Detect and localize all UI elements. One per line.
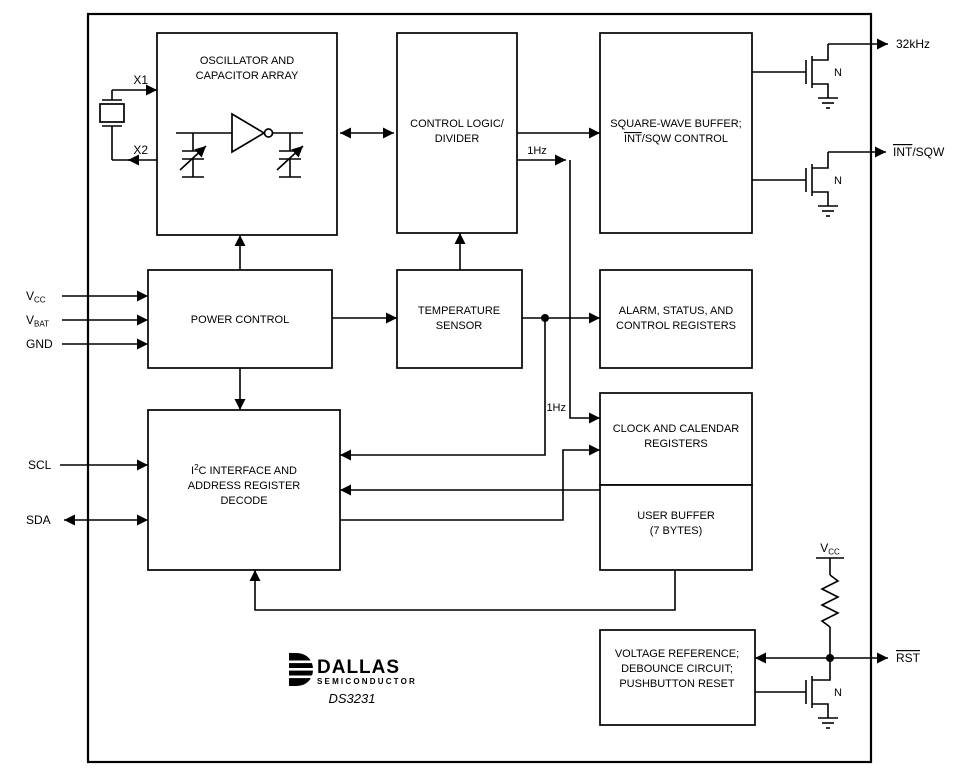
- block-user-buffer: [599, 484, 753, 571]
- logo-division-text: SEMICONDUCTOR: [317, 677, 417, 686]
- label-oscillator-2: CAPACITOR ARRAY: [196, 70, 299, 82]
- label-temp-sensor-1: TEMPERATURE: [418, 305, 500, 317]
- pullup-vcc-sub: CC: [828, 548, 840, 557]
- pin-int-overline: INT: [893, 145, 913, 159]
- wire-temp-to-i2c: [340, 318, 546, 461]
- block-power-control: [147, 269, 333, 369]
- label-user-buffer-2: (7 BYTES): [650, 525, 703, 537]
- wire-i2c-to-clock: [340, 444, 600, 521]
- label-i2c-3: DECODE: [220, 495, 267, 507]
- pin-label-32khz: 32kHz: [896, 37, 930, 51]
- label-i2c-1: I2C INTERFACE AND: [191, 463, 297, 477]
- signal-label-1hz-b: 1Hz: [546, 402, 566, 414]
- logo-stripe-2: [287, 668, 315, 671]
- logo-brand-text: DALLAS: [317, 657, 400, 678]
- dallas-logo: DALLAS SEMICONDUCTOR DS3231: [287, 653, 417, 706]
- label-sqw-buffer-1: SQUARE-WAVE BUFFER;: [610, 118, 741, 130]
- dallas-logo-icon: [287, 653, 315, 686]
- label-i2c-2: ADDRESS REGISTER: [188, 480, 301, 492]
- wire-1hz-to-clock: [569, 160, 600, 424]
- label-i2c-pre: I: [191, 465, 194, 477]
- pin-label-scl: SCL: [28, 458, 52, 472]
- fet3-type-label: N: [834, 687, 842, 699]
- wire-rst-to-fet3-drain: [812, 658, 831, 681]
- nmos-fet-32khz: [805, 44, 838, 109]
- pullup-vcc-main: V: [820, 541, 828, 555]
- pin-label-pullup-vcc: VCC: [820, 541, 840, 557]
- block-control-logic: [396, 32, 518, 234]
- label-i2c-post: C INTERFACE AND: [199, 465, 297, 477]
- crystal-symbol: [99, 90, 125, 160]
- pullup-resistor: [820, 574, 840, 628]
- wire-userbuffer-to-i2c: [249, 570, 676, 611]
- inverter-bubble: [263, 128, 274, 138]
- label-control-logic-1: CONTROL LOGIC/: [410, 118, 505, 130]
- label-alarm-registers-1: ALARM, STATUS, AND: [619, 305, 734, 317]
- pin-label-intsqw: INT/SQW: [893, 145, 945, 159]
- pin-vbat-main: V: [26, 313, 34, 327]
- fet1-type-label: N: [834, 67, 842, 79]
- label-clock-calendar-2: REGISTERS: [644, 438, 708, 450]
- label-user-buffer-1: USER BUFFER: [637, 510, 715, 522]
- vcc-rail-symbol: [816, 557, 844, 575]
- fet2-type-label: N: [834, 175, 842, 187]
- block-i2c-interface: [147, 409, 341, 571]
- pin-label-rst: RST: [896, 651, 921, 665]
- label-sqw-rest: /SQW CONTROL: [642, 133, 728, 145]
- pin-rst-overline: RST: [896, 651, 921, 665]
- logo-part-number: DS3231: [329, 691, 376, 706]
- label-temp-sensor-2: SENSOR: [436, 320, 483, 332]
- label-voltage-reference-3: PUSHBUTTON RESET: [619, 678, 735, 690]
- signal-label-1hz-a: 1Hz: [527, 145, 547, 157]
- pin-label-vcc: VCC: [26, 289, 46, 305]
- block-temp-sensor: [396, 269, 523, 369]
- label-i2c-sup: 2: [194, 463, 199, 472]
- fet1-source-lead: [812, 83, 829, 98]
- block-voltage-reference: [599, 629, 756, 726]
- inverter-triangle: [231, 112, 266, 154]
- label-oscillator-1: OSCILLATOR AND: [200, 55, 294, 67]
- logo-stripe-3: [287, 675, 315, 679]
- label-alarm-registers-2: CONTROL REGISTERS: [616, 320, 736, 332]
- pin-vbat-sub: BAT: [34, 320, 49, 329]
- pin-label-vbat: VBAT: [26, 313, 49, 329]
- inverter-symbol: [176, 112, 303, 154]
- variable-capacitor-right: [276, 133, 304, 178]
- label-voltage-reference-2: DEBOUNCE CIRCUIT;: [621, 663, 733, 675]
- nmos-fet-reset: [805, 676, 838, 729]
- label-int-overline: INT: [624, 133, 642, 145]
- fet2-source-lead: [812, 191, 829, 206]
- pin-sqw-rest: /SQW: [912, 145, 945, 159]
- pin-vcc-main: V: [26, 289, 34, 303]
- fet2-drain-lead: [812, 152, 829, 169]
- block-sqw-buffer: [599, 32, 753, 234]
- pin-label-x2: X2: [133, 143, 148, 157]
- label-voltage-reference-1: VOLTAGE REFERENCE;: [615, 648, 739, 660]
- label-sqw-buffer-2: INT/SQW CONTROL: [624, 133, 728, 145]
- cap2-trim-arrow: [276, 145, 304, 171]
- pin-label-x1: X1: [133, 73, 148, 87]
- block-alarm-registers: [599, 269, 753, 369]
- cap1-trim-arrow: [179, 145, 207, 171]
- logo-stripe-1: [287, 660, 315, 664]
- crystal-body: [99, 103, 125, 123]
- variable-capacitor-left: [179, 133, 207, 178]
- label-control-logic-2: DIVIDER: [435, 133, 480, 145]
- label-clock-calendar-1: CLOCK AND CALENDAR: [613, 423, 740, 435]
- pin-label-gnd: GND: [26, 337, 53, 351]
- fet3-source-lead: [812, 703, 829, 718]
- pin-vcc-sub: CC: [34, 296, 46, 305]
- fet1-drain-lead: [812, 44, 829, 61]
- label-power-control: POWER CONTROL: [191, 314, 289, 326]
- pin-label-sda: SDA: [26, 513, 51, 527]
- nmos-fet-intsqw: [805, 152, 838, 217]
